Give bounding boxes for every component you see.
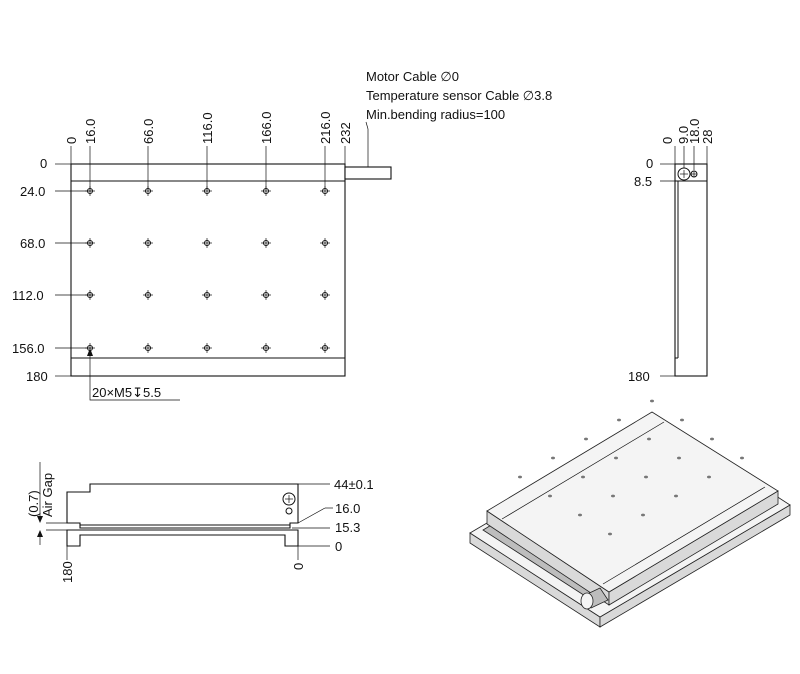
motor-cable-note: Motor Cable ∅0 xyxy=(366,69,459,84)
front-view-carriage xyxy=(66,483,299,529)
isometric-hole xyxy=(641,513,645,517)
front-16-label: 16.0 xyxy=(335,501,360,516)
isometric-hole xyxy=(740,456,744,460)
side-y-label-180: 180 xyxy=(628,369,650,384)
isometric-hole xyxy=(611,494,615,498)
side-y-label-0: 0 xyxy=(646,156,653,171)
isometric-view xyxy=(469,399,791,628)
mounting-hole xyxy=(202,186,212,196)
side-x-label-9: 9.0 xyxy=(676,126,691,144)
front-left-label: 180 xyxy=(60,561,75,583)
front-view-base xyxy=(66,529,299,547)
side-y-label-8-5: 8.5 xyxy=(634,174,652,189)
isometric-hole xyxy=(647,437,651,441)
isometric-hole xyxy=(518,475,522,479)
front-view: 44±0.1 16.0 15.3 0 Air Gap (0.7) 180 0 xyxy=(26,462,374,583)
mounting-hole xyxy=(202,343,212,353)
top-y-label-24: 24.0 xyxy=(20,184,45,199)
top-view: 0 16.0 66.0 116.0 166.0 216.0 232 0 24.0… xyxy=(12,111,392,401)
isometric-hole xyxy=(710,437,714,441)
isometric-hole xyxy=(551,456,555,460)
side-x-label-0: 0 xyxy=(660,137,675,144)
top-x-label-116: 116.0 xyxy=(200,112,215,144)
isometric-hole xyxy=(617,418,621,422)
mounting-hole xyxy=(143,186,153,196)
top-x-label-232: 232 xyxy=(338,122,353,144)
front-right-label: 0 xyxy=(291,563,306,570)
motor-cable-stub xyxy=(344,166,392,180)
isometric-hole xyxy=(650,399,654,403)
top-view-plate xyxy=(70,163,346,377)
cable-leader xyxy=(365,121,369,167)
front-15-3-label: 15.3 xyxy=(335,520,360,535)
isometric-hole xyxy=(581,475,585,479)
mounting-hole xyxy=(143,290,153,300)
top-x-label-0: 0 xyxy=(64,137,79,144)
side-view-body xyxy=(674,163,708,377)
isometric-hole xyxy=(707,475,711,479)
isometric-hole xyxy=(677,456,681,460)
isometric-hole xyxy=(644,475,648,479)
mounting-hole xyxy=(261,186,271,196)
mounting-hole xyxy=(320,290,330,300)
mounting-hole xyxy=(143,343,153,353)
isometric-hole xyxy=(608,532,612,536)
top-x-label-16: 16.0 xyxy=(83,119,98,144)
front-height-label: 44±0.1 xyxy=(334,477,374,492)
side-x-label-18: 18.0 xyxy=(687,119,702,144)
mounting-hole xyxy=(261,343,271,353)
top-y-label-0: 0 xyxy=(40,156,47,171)
hole-callout-label: 20×M5↧5.5 xyxy=(92,385,161,400)
isometric-hole xyxy=(578,513,582,517)
top-y-label-156: 156.0 xyxy=(12,341,45,356)
isometric-hole xyxy=(614,456,618,460)
top-y-label-180: 180 xyxy=(26,369,48,384)
mounting-holes xyxy=(85,186,330,353)
isometric-hole xyxy=(548,494,552,498)
mounting-hole xyxy=(320,343,330,353)
air-gap-label: Air Gap xyxy=(40,473,55,517)
top-x-label-66: 66.0 xyxy=(141,119,156,144)
isometric-hole xyxy=(680,418,684,422)
temperature-cable-note: Temperature sensor Cable ∅3.8 xyxy=(366,88,552,103)
isometric-hole xyxy=(674,494,678,498)
front-0-label: 0 xyxy=(335,539,342,554)
mounting-hole xyxy=(320,238,330,248)
mounting-hole xyxy=(202,238,212,248)
hole-callout-leader xyxy=(89,350,180,401)
mounting-hole xyxy=(320,186,330,196)
air-gap-value: (0.7) xyxy=(26,490,41,517)
mounting-hole xyxy=(85,238,95,248)
mounting-hole xyxy=(261,290,271,300)
mounting-hole xyxy=(143,238,153,248)
mounting-hole xyxy=(202,290,212,300)
mounting-hole xyxy=(261,238,271,248)
isometric-hole xyxy=(584,437,588,441)
side-view: 0 9.0 18.0 28 0 8.5 180 xyxy=(628,119,715,384)
bending-radius-note: Min.bending radius=100 xyxy=(366,107,505,122)
mounting-hole xyxy=(85,290,95,300)
isometric-carriage-top xyxy=(486,411,779,593)
top-y-label-112: 112.0 xyxy=(12,288,44,303)
top-x-label-166: 166.0 xyxy=(259,111,274,144)
top-y-label-68: 68.0 xyxy=(20,236,45,251)
top-x-label-216: 216.0 xyxy=(318,111,333,144)
mounting-hole xyxy=(85,186,95,196)
side-x-label-28: 28 xyxy=(700,130,715,144)
